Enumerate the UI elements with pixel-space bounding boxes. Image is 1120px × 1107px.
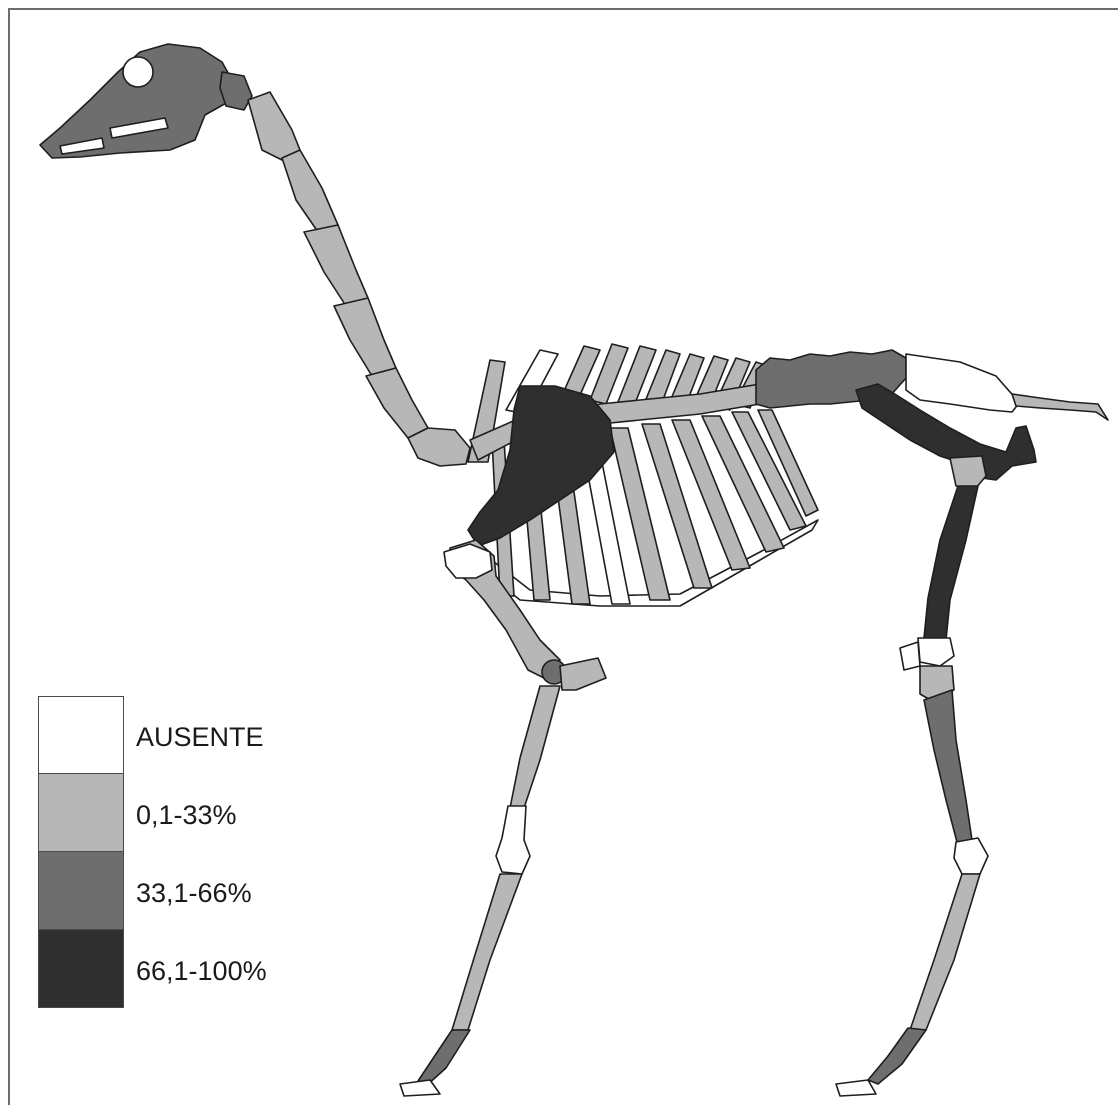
skull — [40, 44, 252, 158]
cervical-c3 — [282, 150, 338, 232]
legend-swatch — [38, 852, 124, 930]
humerus-head — [444, 544, 492, 578]
legend-item-low: 0,1-33% — [38, 774, 308, 852]
legend-label: 33,1-66% — [136, 878, 252, 908]
tail-vertebrae — [1012, 394, 1108, 420]
cervical-c5 — [334, 298, 396, 376]
legend-item-absent: AUSENTE — [38, 696, 308, 774]
stifle — [918, 638, 954, 666]
legend-swatch — [38, 696, 124, 774]
fore-hoof — [400, 1080, 440, 1096]
femur-head — [950, 456, 986, 488]
cervical-vertebrae — [248, 92, 470, 466]
cervical-c7 — [408, 428, 470, 466]
sacrum — [906, 354, 1020, 412]
radius — [510, 686, 560, 808]
legend-swatch — [38, 774, 124, 852]
hind-hoof — [836, 1080, 876, 1096]
tibia — [924, 690, 972, 846]
hind-phalanges — [868, 1028, 926, 1084]
legend-item-medium: 33,1-66% — [38, 852, 308, 930]
femur — [924, 486, 978, 640]
cervical-c2 — [248, 92, 300, 160]
tarsus — [954, 838, 988, 874]
legend-item-high: 66,1-100% — [38, 930, 308, 1008]
hindlimb — [836, 456, 988, 1096]
legend-swatch — [38, 930, 124, 1008]
forelimb — [400, 540, 606, 1096]
legend-label: 66,1-100% — [136, 956, 267, 986]
eye-orbit — [123, 57, 153, 87]
carpus — [496, 806, 530, 874]
olecranon — [560, 658, 606, 690]
fore-phalanges — [416, 1030, 470, 1086]
legend-label: AUSENTE — [136, 722, 264, 752]
patella — [900, 642, 920, 670]
cervical-c4 — [304, 225, 368, 306]
cervical-c6 — [366, 368, 428, 438]
metacarpus — [452, 874, 522, 1030]
legend: AUSENTE 0,1-33% 33,1-66% 66,1-100% — [38, 696, 308, 1008]
metatarsus — [910, 874, 980, 1030]
atlas-vertebra — [220, 72, 252, 110]
legend-label: 0,1-33% — [136, 800, 237, 830]
